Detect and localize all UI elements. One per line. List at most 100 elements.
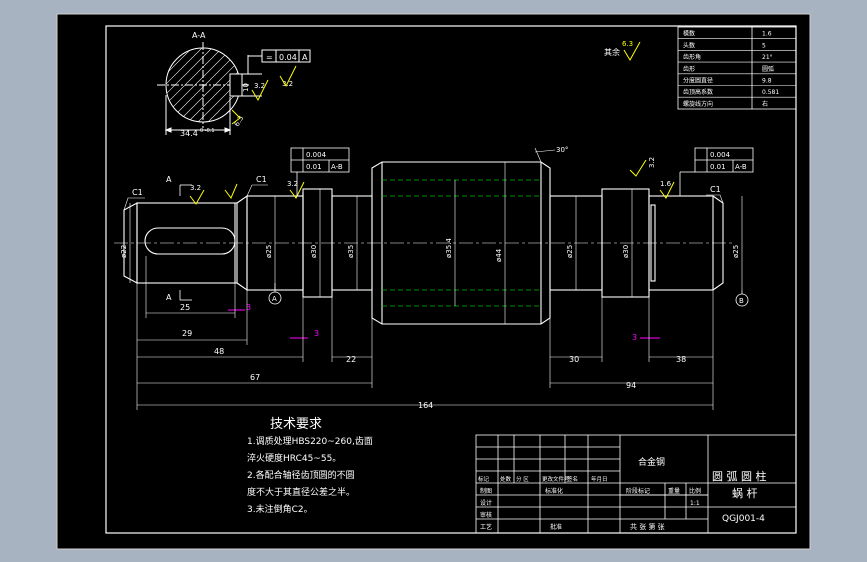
section-title: A-A — [192, 31, 206, 40]
length-dims — [136, 256, 714, 410]
keyway-slot — [229, 73, 243, 97]
section-view: A-A — [157, 31, 311, 135]
dim-164: 164 — [418, 401, 433, 410]
section-roughness-b: 3.2 — [282, 80, 293, 88]
params-label: 模数 — [683, 30, 695, 38]
diameter-label: ø25 — [265, 245, 273, 258]
left-tolerance-frame — [290, 147, 350, 196]
params-label: 齿顶高系数 — [683, 88, 713, 96]
params-value: 9.8 — [762, 78, 772, 85]
section-mark-bottom: A — [166, 293, 172, 302]
dim-29: 29 — [182, 329, 192, 338]
right-tol-runout: 0.004 — [710, 151, 731, 159]
chamfer-label-left: C1 — [132, 188, 143, 197]
diameter-label: ø25 — [566, 245, 574, 258]
tb-role: 设计 — [480, 499, 492, 507]
datum-left: A — [272, 295, 277, 303]
section-tol-datum: A — [302, 53, 308, 62]
dim-94: 94 — [626, 381, 636, 390]
roughness-left-2: 3.2 — [287, 180, 298, 188]
datum-markers — [268, 283, 749, 307]
tech-req-line: 度不大于其直径公差之半。 — [247, 486, 355, 498]
section-cut-marks — [179, 184, 192, 301]
section-width-tol: 0 -0.1 — [200, 128, 215, 134]
cut-label-3: 3 — [632, 333, 637, 342]
diameter-label: ø35 — [347, 245, 355, 258]
diameter-label: ø35.4 — [445, 238, 453, 258]
params-value: 5 — [762, 42, 766, 49]
tb-sheets: 共 张 第 张 — [630, 522, 665, 531]
shaft-roughness-marks — [189, 159, 675, 205]
diameter-label: ø44 — [495, 248, 503, 262]
left-tol-coax: 0.01 — [306, 163, 322, 171]
tb-scale: 1:1 — [690, 500, 700, 507]
angle-dim — [534, 147, 556, 163]
section-tol-symbol: = — [266, 53, 273, 62]
right-tol-coax: 0.01 — [710, 163, 726, 171]
dim-30: 30 — [569, 355, 579, 364]
params-label: 分度圆直径 — [683, 77, 713, 85]
params-value: 1.6 — [762, 31, 772, 38]
magenta-cuts — [228, 309, 660, 339]
tb-header: 更改文件号 — [542, 475, 570, 483]
section-mark-top: A — [166, 175, 172, 184]
params-label: 齿形 — [683, 65, 695, 73]
roughness-right-1: 3.2 — [648, 157, 656, 168]
params-value: 21° — [762, 54, 773, 61]
tb-header: 处数 — [500, 475, 512, 483]
angle-label: 30° — [556, 146, 568, 154]
tb-header: 分 区 — [516, 475, 529, 483]
section-tol-value: 0.04 — [279, 53, 297, 62]
tb-role: 审核 — [480, 511, 492, 519]
dim-48: 48 — [214, 347, 224, 356]
params-value: 0.581 — [762, 89, 779, 96]
tb-approve: 批准 — [550, 523, 562, 531]
tech-req-line: 3.未注倒角C2。 — [247, 503, 313, 515]
params-label: 齿形角 — [683, 53, 701, 61]
tb-drawing-no: QGJ001-4 — [722, 514, 765, 524]
tb-part-name-2: 蜗 杆 — [732, 486, 758, 500]
right-tolerance-frame — [679, 147, 754, 196]
section-roughness-a: 3.2 — [254, 82, 265, 90]
other-roughness-value: 6.3 — [622, 40, 633, 48]
tb-stage: 阶段标记 — [626, 487, 650, 495]
cut-label-2: 3 — [314, 329, 319, 338]
dim-38: 38 — [676, 355, 686, 364]
params-table — [677, 26, 797, 110]
dim-key-len: 25 — [180, 303, 190, 312]
tb-part-name-1: 圆 弧 圆 柱 — [712, 469, 767, 483]
tech-req-title: 技术要求 — [270, 417, 322, 432]
params-label: 头数 — [683, 41, 695, 49]
hidden-lines — [382, 179, 541, 307]
tb-std: 标准化 — [545, 487, 563, 495]
title-block — [475, 434, 797, 534]
tb-material: 合金钢 — [638, 456, 665, 468]
chamfer-label-right: C1 — [710, 185, 721, 194]
diameter-label: ø25 — [732, 245, 740, 258]
cut-label-1: 3 — [246, 303, 251, 312]
tech-req-line: 1.调质处理HBS220~260,齿面 — [247, 435, 373, 447]
roughness-left-1: 3.2 — [190, 184, 201, 192]
diameter-label: ø30 — [622, 245, 630, 258]
params-label: 螺旋线方向 — [683, 100, 713, 108]
right-tol-datum: A-B — [735, 163, 747, 171]
tb-header: 标记 — [478, 475, 490, 483]
datum-right: B — [739, 297, 744, 305]
dim-22: 22 — [346, 355, 356, 364]
sheet-background — [56, 13, 811, 550]
chamfer-leaders — [123, 184, 724, 211]
tech-req-line: 2.各配合轴径齿顶圆的不圆 — [247, 469, 355, 481]
tb-headers: 标记处数分 区更改文件号签名年月日 — [478, 475, 608, 483]
tech-req-lines: 1.调质处理HBS220~260,齿面淬火硬度HRC45~55。2.各配合轴径齿… — [247, 435, 373, 515]
chamfer-label-mid: C1 — [256, 175, 267, 184]
diameter-label: ø30 — [310, 245, 318, 258]
section-width-dim: 34.4 — [180, 129, 198, 138]
tb-header: 签名 — [567, 475, 578, 483]
left-tol-datum: A-B — [331, 163, 343, 171]
dim-67: 67 — [250, 373, 260, 382]
params-value: 圆弧 — [762, 65, 774, 73]
